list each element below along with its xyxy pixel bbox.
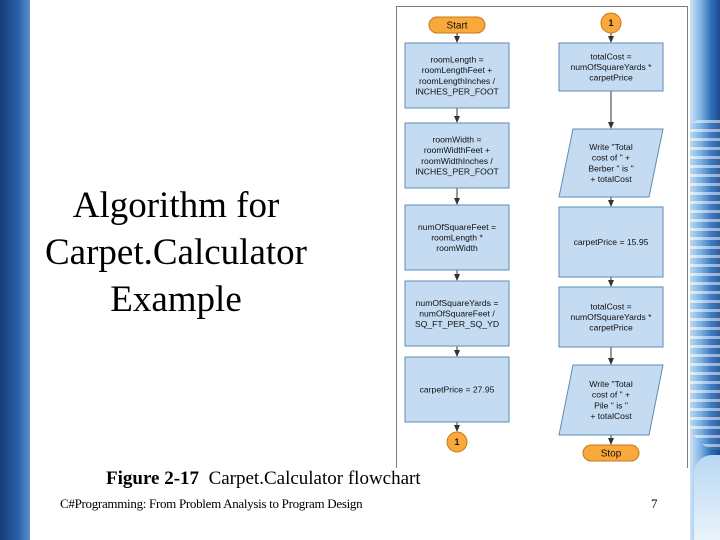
flowchart-process-left_column-5: carpetPrice = 27.95	[404, 356, 510, 423]
flowchart-node-text: roomLengthInches /	[419, 76, 496, 86]
terminal-shape	[428, 16, 486, 34]
flowchart-node-text: + totalCost	[590, 174, 632, 184]
flowchart-connector-left_column-6: 1	[446, 431, 468, 453]
slide-title-line: Algorithm for	[72, 185, 280, 226]
process-shape	[558, 286, 664, 348]
flowchart-node-text: Start	[446, 21, 467, 32]
figure-label: Figure 2-17	[106, 468, 200, 489]
flowchart-node-text: roomWidth =	[433, 135, 482, 145]
flowchart-node-text: cost of " +	[592, 153, 630, 163]
slide-footer: C#Programming: From Problem Analysis to …	[60, 496, 363, 511]
flowchart-node-text: roomWidthInches /	[421, 156, 493, 166]
flowchart-node-text: roomLength =	[430, 55, 483, 65]
process-shape	[404, 122, 510, 189]
flowchart-terminal-right_column-6: Stop	[582, 444, 640, 462]
process-shape	[404, 356, 510, 423]
flowchart-node-text: cost of " +	[592, 390, 630, 400]
connector-shape	[600, 12, 622, 34]
flowchart-process-left_column-1: roomLength =roomLengthFeet +roomLengthIn…	[404, 42, 510, 109]
flowchart-node-text: SQ_FT_PER_SQ_YD	[415, 319, 499, 329]
flowchart-node-text: numOfSquareYards *	[570, 312, 652, 322]
flowchart-node-text: carpetPrice	[589, 73, 633, 83]
flowchart-node-text: Berber " is "	[588, 163, 633, 173]
flowchart-node-text: 1	[608, 18, 613, 28]
flowchart-node-text: totalCost =	[590, 51, 631, 61]
connector-shape	[446, 431, 468, 453]
flowchart-node-text: INCHES_PER_FOOT	[415, 86, 499, 96]
slide-title-line: Example	[110, 279, 242, 320]
process-shape	[558, 206, 664, 278]
figure-caption: Figure 2-17 Carpet.Calculator flowchart	[106, 468, 421, 490]
flowchart-node-text: numOfSquareYards =	[416, 298, 499, 308]
flowchart-node-text: 1	[454, 437, 459, 447]
flowchart-node-text: INCHES_PER_FOOT	[415, 166, 499, 176]
slide-title: Algorithm for Carpet.Calculator Example	[30, 182, 322, 323]
flowchart-process-right_column-4: totalCost =numOfSquareYards *carpetPrice	[558, 286, 664, 348]
flowchart-process-left_column-3: numOfSquareFeet =roomLength *roomWidth	[404, 204, 510, 271]
slide-title-line: Carpet.Calculator	[45, 232, 307, 273]
flowchart-terminal-left_column-0: Start	[428, 16, 486, 34]
flowchart-node-text: carpetPrice	[589, 323, 633, 333]
flowchart-process-left_column-2: roomWidth =roomWidthFeet +roomWidthInche…	[404, 122, 510, 189]
flowchart-node-text: Write "Total	[589, 379, 633, 389]
flowchart-node-text: totalCost =	[590, 301, 631, 311]
page-number: 7	[651, 496, 658, 511]
process-shape	[558, 42, 664, 92]
flowchart-process-right_column-3: carpetPrice = 15.95	[558, 206, 664, 278]
flowchart-node-text: Stop	[601, 449, 622, 460]
flowchart-node-text: Write "Total	[589, 142, 633, 152]
flowchart-connector-right_column-0: 1	[600, 12, 622, 34]
flowchart-node-text: roomLength *	[431, 233, 483, 243]
flowchart-process-right_column-1: totalCost =numOfSquareYards *carpetPrice	[558, 42, 664, 92]
building-glass-decoration	[690, 120, 720, 450]
flowchart-node-text: numOfSquareYards *	[570, 62, 652, 72]
right-decorative-band	[690, 0, 720, 540]
flowchart-node-text: carpetPrice = 27.95	[420, 385, 495, 395]
io-shape	[558, 364, 664, 436]
flowchart-node-text: numOfSquareFeet /	[419, 309, 495, 319]
process-shape	[404, 204, 510, 271]
flowchart-node-text: roomWidth	[436, 243, 478, 253]
flowchart-process-left_column-4: numOfSquareYards =numOfSquareFeet /SQ_FT…	[404, 280, 510, 347]
figure-caption-text: Carpet.Calculator flowchart	[208, 468, 421, 489]
terminal-shape	[582, 444, 640, 462]
io-shape	[558, 128, 664, 198]
flowchart-node-text: + totalCost	[590, 411, 632, 421]
process-shape	[404, 42, 510, 109]
process-shape	[404, 280, 510, 347]
building-base-decoration	[694, 455, 720, 540]
left-decorative-band	[0, 0, 30, 540]
flowchart-node-text: numOfSquareFeet =	[418, 222, 496, 232]
flowchart-node-text: Pile " is "	[594, 400, 628, 410]
flowchart-node-text: roomWidthFeet +	[424, 145, 490, 155]
flowchart-node-text: roomLengthFeet +	[422, 65, 492, 75]
flowchart-node-text: carpetPrice = 15.95	[574, 237, 649, 247]
